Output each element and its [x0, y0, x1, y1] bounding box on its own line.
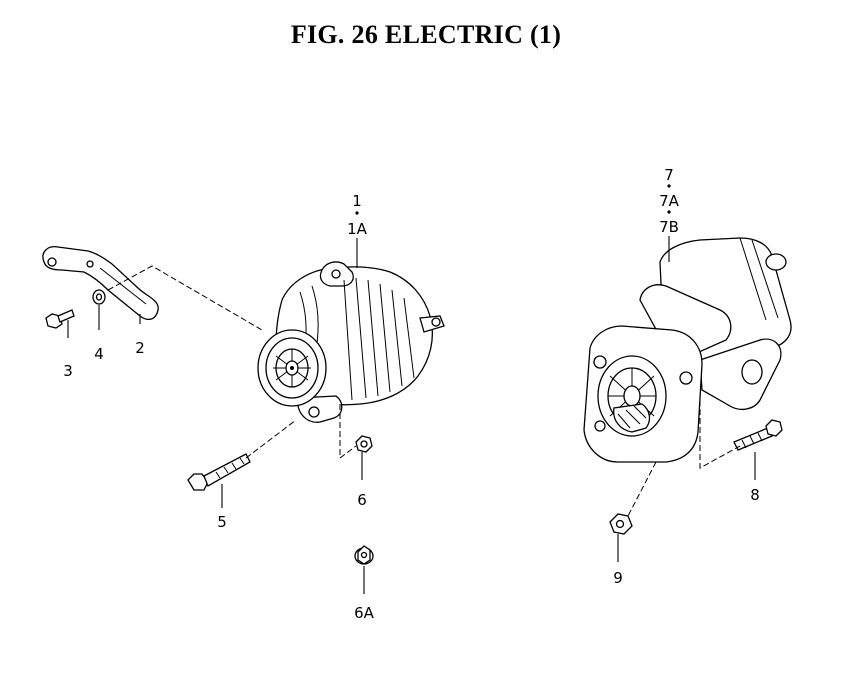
flange-nut-part	[354, 545, 374, 565]
label-6a: 6A	[354, 604, 375, 622]
label-5: 5	[217, 513, 227, 531]
label-8: 8	[750, 486, 760, 504]
label-3: 3	[63, 362, 73, 380]
washer-part	[92, 289, 106, 305]
label-6: 6	[357, 491, 367, 509]
assembly-lines	[107, 265, 741, 517]
bolt-8-part	[733, 419, 783, 451]
label-9: 9	[613, 569, 623, 587]
nut-part	[355, 435, 373, 453]
bolt-small-part	[45, 309, 75, 329]
long-bolt-part	[187, 453, 251, 491]
label-1a: 1A	[347, 220, 368, 238]
bracket-part	[42, 246, 159, 321]
alternator-part	[257, 261, 445, 423]
figure-title: FIG. 26 ELECTRIC (1)	[290, 20, 562, 49]
label-2: 2	[135, 339, 145, 357]
label-4: 4	[94, 345, 104, 363]
label-1: 1	[352, 192, 362, 210]
leader-lines	[67, 184, 756, 594]
starter-motor-part	[583, 237, 792, 463]
label-7b: 7B	[659, 218, 679, 236]
label-7a: 7A	[659, 192, 680, 210]
nut-9-part	[609, 513, 633, 535]
label-7: 7	[664, 166, 674, 184]
